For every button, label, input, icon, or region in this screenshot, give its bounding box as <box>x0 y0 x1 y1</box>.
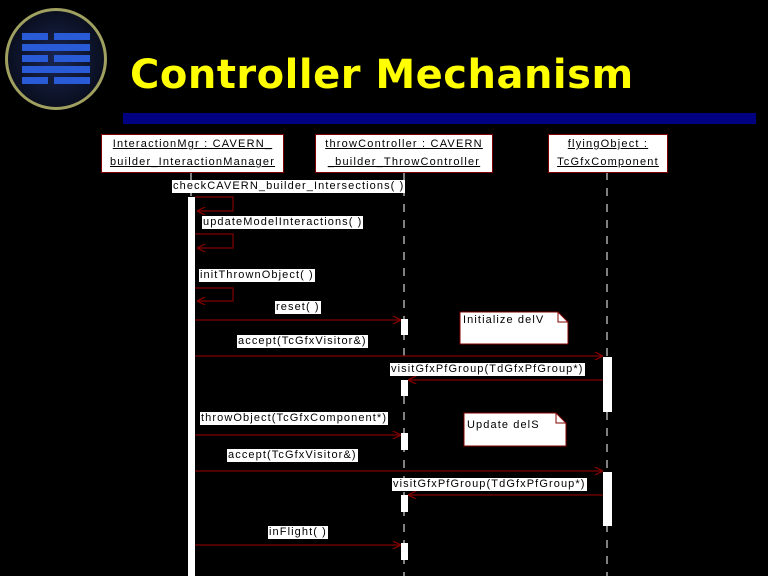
message-label: inFlight( ) <box>268 526 328 539</box>
activation-bar <box>401 319 408 335</box>
message-label: throwObject(TcGfxComponent*) <box>200 412 389 425</box>
note-text: Update delS <box>467 419 540 431</box>
activation-bar <box>401 380 408 396</box>
activation-bar <box>401 543 408 560</box>
object-name-line2: _builder_ThrowController <box>327 156 481 168</box>
object-name-line1: throwController : CAVERN <box>325 138 483 150</box>
page-title: Controller Mechanism <box>130 52 634 98</box>
message-label: accept(TcGfxVisitor&) <box>227 449 358 462</box>
self-message-arrow <box>195 233 234 248</box>
activation-bar <box>603 472 612 526</box>
message-label: reset( ) <box>275 301 321 314</box>
self-message-arrow <box>195 196 234 211</box>
object-name-line2: builder_InteractionManager <box>109 156 276 168</box>
logo <box>5 8 107 110</box>
object-throw-controller: throwController : CAVERN _builder_ThrowC… <box>315 134 493 173</box>
message-label: visitGfxPfGroup(TdGfxPfGroup*) <box>392 478 587 491</box>
object-interaction-mgr: InteractionMgr : CAVERN_ builder_Interac… <box>101 134 284 173</box>
activation-bar <box>603 357 612 412</box>
object-name-line1: flyingObject : <box>567 138 649 150</box>
message-label: checkCAVERN_builder_Intersections( ) <box>172 180 406 193</box>
activation-bar <box>401 495 408 512</box>
object-flying-object: flyingObject : TcGfxComponent <box>548 134 668 173</box>
message-label: initThrownObject( ) <box>199 269 315 282</box>
message-label: accept(TcGfxVisitor&) <box>237 335 368 348</box>
note-text: Initialize delV <box>463 314 545 326</box>
logo-emblem <box>22 33 90 84</box>
title-underline-bar <box>123 113 756 124</box>
object-name-line2: TcGfxComponent <box>557 156 659 168</box>
activation-bar <box>401 433 408 450</box>
note-fold <box>557 312 568 323</box>
activation-bar <box>188 197 195 576</box>
message-label: updateModelInteractions( ) <box>202 216 364 229</box>
self-message-arrow <box>195 287 234 301</box>
note-fold <box>555 413 566 424</box>
object-name-line1: InteractionMgr : CAVERN_ <box>112 138 273 150</box>
message-label: visitGfxPfGroup(TdGfxPfGroup*) <box>390 363 585 376</box>
